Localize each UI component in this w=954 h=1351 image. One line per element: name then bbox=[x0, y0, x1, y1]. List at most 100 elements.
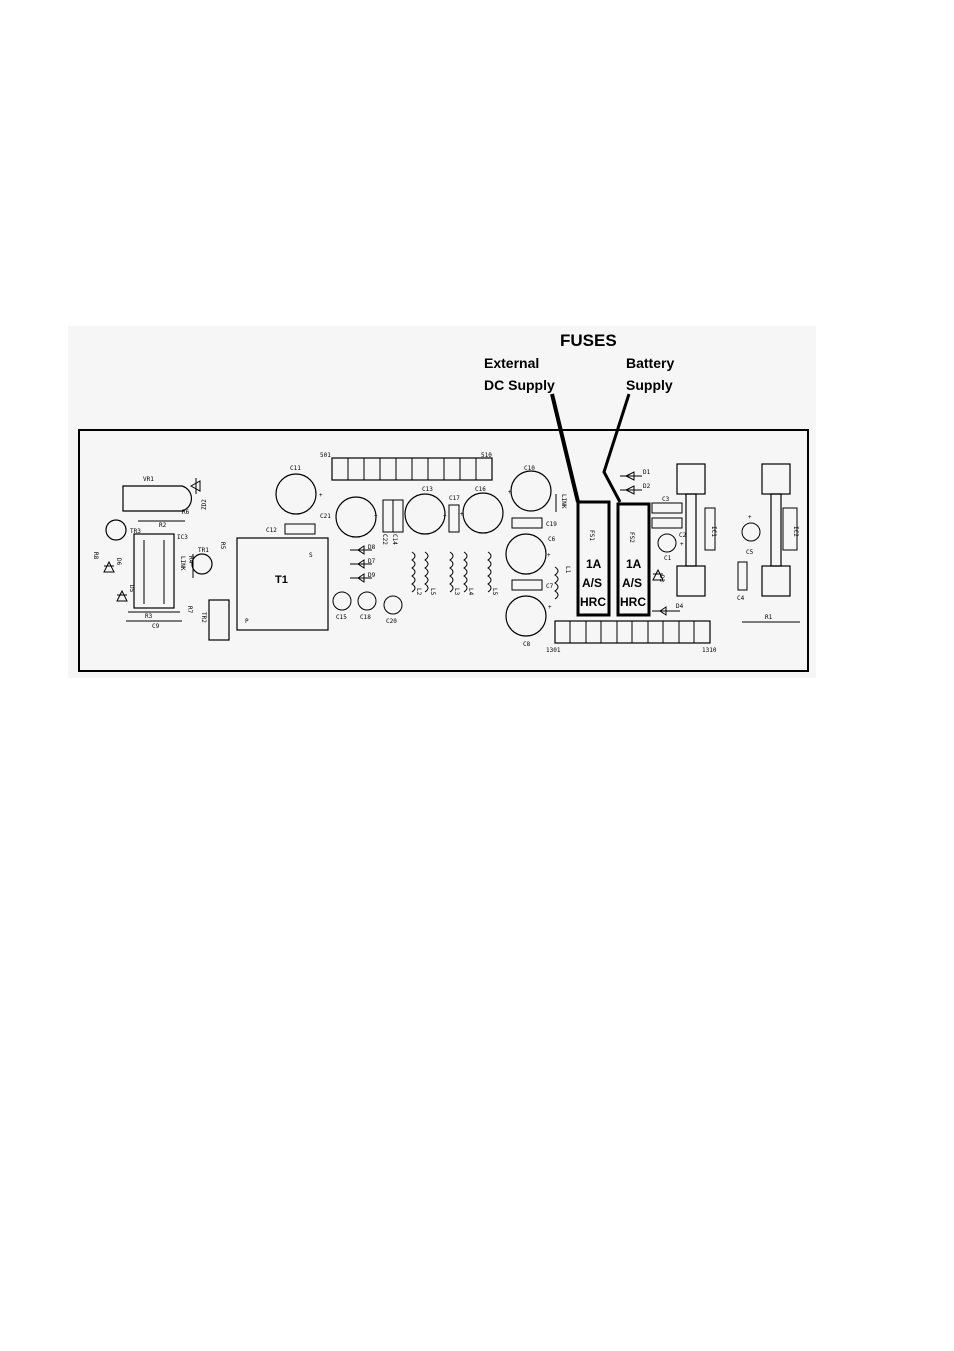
external-caption-line2: DC Supply bbox=[484, 377, 555, 393]
label-r7: R7 bbox=[186, 606, 193, 614]
label-r4: R4 bbox=[187, 556, 194, 564]
c3-body-b bbox=[651, 517, 683, 529]
label-c13: C13 bbox=[422, 486, 433, 493]
label-l1: L1 bbox=[564, 566, 571, 574]
label-l2: L2 bbox=[415, 588, 422, 596]
label-c5: C5 bbox=[746, 549, 754, 556]
fs2-rating: 1A bbox=[626, 557, 642, 571]
fs1-type: A/S bbox=[582, 576, 602, 590]
label-c14: C14 bbox=[391, 534, 398, 545]
label-c6: C6 bbox=[548, 536, 556, 543]
c10-body bbox=[510, 470, 552, 512]
label-c9: C9 bbox=[152, 623, 160, 630]
vr1-body bbox=[122, 485, 193, 512]
d7-symbol bbox=[350, 559, 372, 569]
label-c3: C3 bbox=[662, 496, 670, 503]
c20-body bbox=[383, 595, 403, 615]
label-c20: C20 bbox=[386, 618, 397, 625]
label-r3: R3 bbox=[145, 613, 153, 620]
label-t1-s: S bbox=[309, 552, 313, 559]
svg-text:+: + bbox=[460, 511, 464, 518]
label-ic3: IC3 bbox=[177, 534, 188, 541]
c6-body bbox=[505, 533, 547, 575]
label-tr2: TR2 bbox=[200, 612, 207, 623]
battery-caption-line2: Supply bbox=[626, 377, 673, 393]
label-d3: D3 bbox=[658, 575, 665, 583]
label-c16: C16 bbox=[475, 486, 486, 493]
label-t1: T1 bbox=[275, 574, 288, 586]
label-d9: D9 bbox=[368, 572, 376, 579]
tr2-body bbox=[208, 599, 230, 641]
fuses-heading: FUSES bbox=[560, 331, 617, 350]
label-ic2: IC2 bbox=[792, 526, 799, 537]
tr3-body bbox=[105, 519, 127, 541]
inductors bbox=[411, 551, 492, 593]
label-vr1: VR1 bbox=[143, 476, 154, 483]
label-l3: L3 bbox=[453, 588, 460, 596]
fuse-fs1 bbox=[576, 500, 611, 617]
label-c21: C21 bbox=[320, 513, 331, 520]
label-d5: D5 bbox=[128, 585, 135, 593]
svg-text:+: + bbox=[547, 552, 551, 559]
external-caption-line1: External bbox=[484, 355, 539, 371]
connector-top-dividers bbox=[347, 458, 477, 480]
c8-body bbox=[505, 595, 547, 637]
connector-bottom-dividers bbox=[569, 621, 695, 643]
zd2-symbol bbox=[189, 478, 201, 494]
label-d6: D6 bbox=[115, 558, 122, 566]
label-d7: D7 bbox=[368, 558, 376, 565]
label-zd2: ZD2 bbox=[201, 499, 208, 510]
label-1301: 1301 bbox=[546, 647, 561, 654]
label-c1: C1 bbox=[664, 555, 672, 562]
label-r6: R6 bbox=[182, 509, 190, 516]
pcb-outline bbox=[78, 429, 809, 672]
svg-text:+: + bbox=[748, 514, 752, 521]
battery-caption-line1: Battery bbox=[626, 355, 674, 371]
d2-symbol bbox=[620, 485, 642, 495]
pointer-fs1 bbox=[550, 393, 580, 503]
c19-body bbox=[511, 517, 543, 529]
d9-symbol bbox=[350, 573, 372, 583]
label-fs2: FS2 bbox=[628, 532, 635, 543]
label-c22: C22 bbox=[381, 534, 388, 545]
label-d2: D2 bbox=[643, 483, 651, 490]
ic2-regulator bbox=[761, 463, 798, 597]
label-c11: C11 bbox=[290, 465, 301, 472]
label-r1: R1 bbox=[765, 614, 773, 621]
c4-body bbox=[737, 561, 748, 591]
c16-body bbox=[462, 492, 504, 534]
d3-symbol bbox=[652, 568, 664, 581]
svg-text:+: + bbox=[548, 604, 552, 611]
label-510: 510 bbox=[481, 452, 492, 459]
c7-body bbox=[511, 579, 543, 591]
d4-symbol bbox=[652, 606, 680, 616]
background-panel bbox=[68, 326, 816, 678]
d5-symbol bbox=[116, 589, 128, 602]
fs1-class: HRC bbox=[580, 595, 606, 609]
c15-body bbox=[332, 591, 352, 611]
fs2-class: HRC bbox=[620, 595, 646, 609]
d8-symbol bbox=[350, 545, 372, 555]
label-link-left: LINK bbox=[179, 556, 186, 571]
l1-symbol bbox=[554, 566, 559, 600]
label-1310: 1310 bbox=[702, 647, 717, 654]
label-c18: C18 bbox=[360, 614, 371, 621]
c5-body bbox=[741, 522, 761, 542]
label-c10: C10 bbox=[524, 465, 535, 472]
svg-text:+: + bbox=[319, 492, 323, 499]
fs2-type: A/S bbox=[622, 576, 642, 590]
label-d8: D8 bbox=[368, 544, 376, 551]
pointer-fs2 bbox=[602, 393, 631, 503]
label-tr3: TR3 bbox=[130, 528, 141, 535]
label-t1-p: P bbox=[245, 618, 249, 625]
ic1-regulator bbox=[676, 463, 716, 597]
label-tr1: TR1 bbox=[198, 547, 209, 554]
c21-body bbox=[335, 496, 377, 538]
label-r2: R2 bbox=[159, 522, 167, 529]
tr1-body bbox=[191, 553, 213, 575]
label-l5-a: L5 bbox=[429, 588, 436, 596]
label-d4: D4 bbox=[676, 603, 684, 610]
c18-body bbox=[357, 591, 377, 611]
label-ic1: IC1 bbox=[710, 526, 717, 537]
